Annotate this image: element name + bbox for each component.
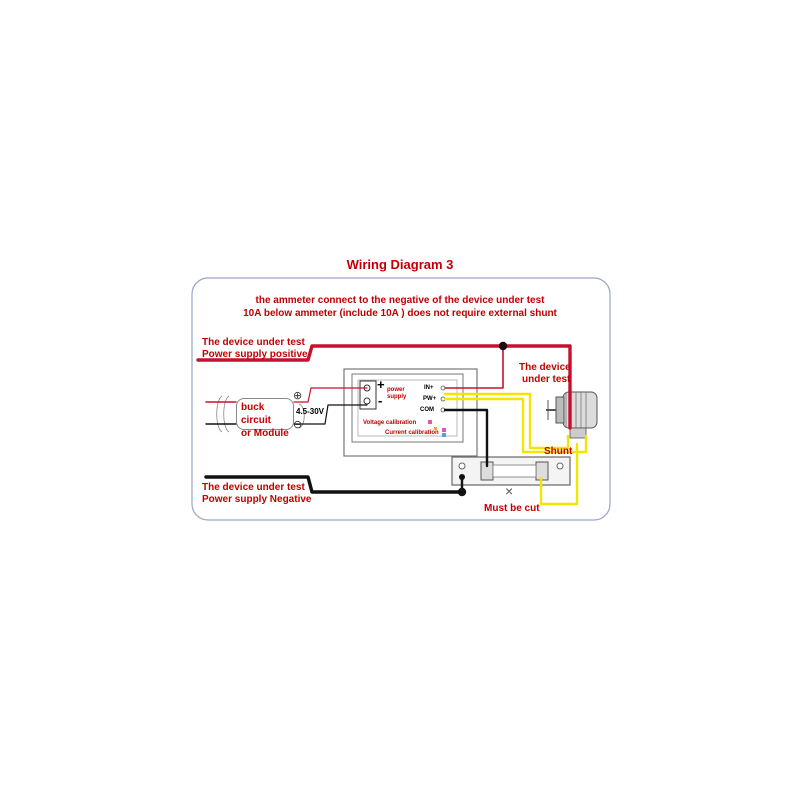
buck-module-box: buck circuit or Module bbox=[236, 398, 294, 439]
diagram-frame bbox=[191, 277, 611, 521]
shunt bbox=[451, 456, 571, 486]
plus-sign: + bbox=[377, 377, 385, 392]
voltage-calibration-pad bbox=[428, 420, 432, 424]
power-supply-label-1: power bbox=[387, 387, 405, 393]
device-label-1: The device bbox=[519, 362, 571, 373]
dut-negative-label-2: Power supply Negative bbox=[202, 494, 312, 505]
buck-module-label-2: or Module bbox=[241, 428, 289, 439]
positive-symbol-icon: ⊕ bbox=[293, 390, 303, 402]
note-line-1: the ammeter connect to the negative of t… bbox=[255, 295, 545, 306]
voltage-calibration-label: Voltage calibration bbox=[363, 420, 417, 426]
voltage-range-label: 4.5-30V bbox=[296, 407, 325, 416]
current-calibration-label: Current calibration bbox=[385, 430, 439, 436]
must-be-cut-label: Must be cut bbox=[484, 503, 540, 514]
diagram-title: Wiring Diagram 3 bbox=[346, 257, 454, 272]
minus-sign: - bbox=[378, 393, 383, 408]
dut-positive-label-1: The device under test bbox=[202, 337, 305, 348]
yellow-wires bbox=[443, 392, 588, 506]
meter-panel bbox=[343, 368, 478, 457]
note-line-2: 10A below ammeter (include 10A ) does no… bbox=[243, 308, 557, 319]
buck-module-label-1: buck circuit bbox=[241, 402, 272, 426]
pw-plus-label: PW+ bbox=[423, 396, 437, 402]
negative-symbol-icon: ⊖ bbox=[293, 419, 303, 431]
in-plus-label: IN+ bbox=[424, 385, 434, 391]
dut-negative-label-1: The device under test bbox=[202, 482, 305, 493]
com-label: COM bbox=[420, 407, 434, 413]
current-calibration-pad bbox=[442, 428, 446, 432]
red-wires bbox=[196, 341, 572, 430]
shunt-label: Shunt bbox=[544, 446, 573, 457]
black-wires bbox=[204, 404, 489, 497]
dut-positive-label-2: Power supply positive bbox=[202, 349, 308, 360]
power-supply-label-2: supply bbox=[387, 394, 407, 400]
cut-mark-icon: × bbox=[505, 483, 514, 499]
device-label-2: under test bbox=[522, 374, 571, 385]
